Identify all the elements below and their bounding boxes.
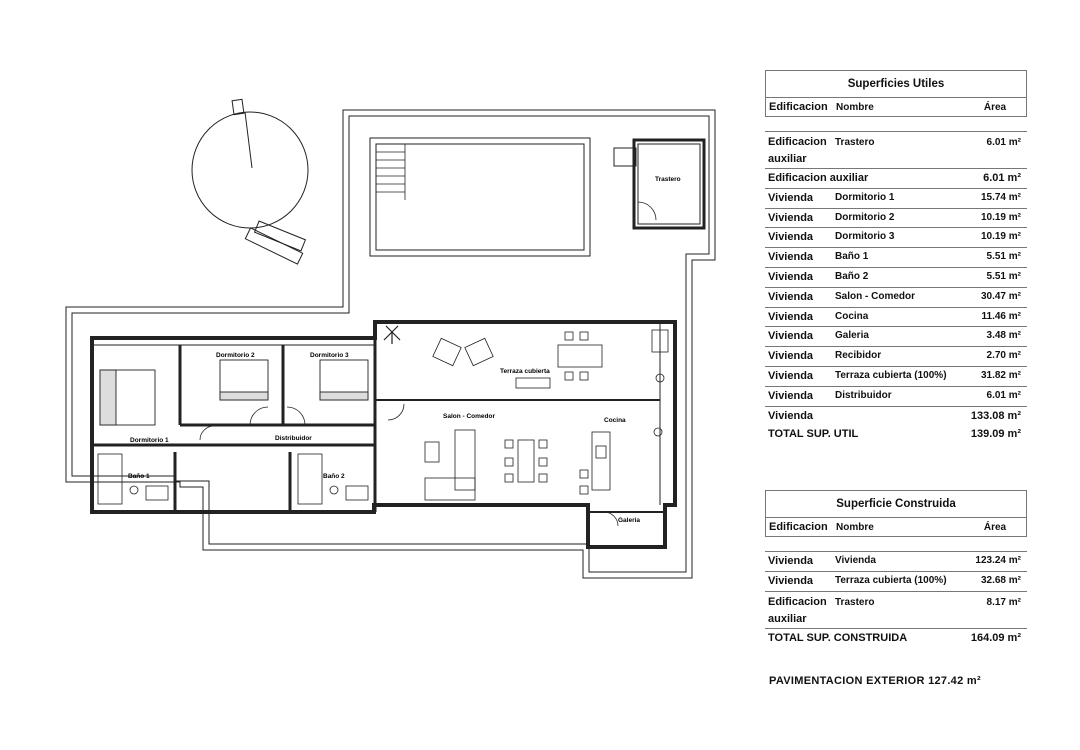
table-row: Vivienda Galeria 3.48 m² xyxy=(765,327,1027,348)
auxiliar-total-row: Edificacion auxiliar 6.01 m² xyxy=(765,169,1027,189)
cell-nombre: Salon - Comedor xyxy=(835,290,916,302)
table-row: Vivienda Vivienda 123.24 m² xyxy=(765,552,1027,572)
pavimentacion-exterior: PAVIMENTACION EXTERIOR 127.42 m² xyxy=(769,675,981,687)
cell-edificacion: Vivienda xyxy=(768,350,814,363)
house-walls xyxy=(90,320,677,549)
bano1-label: Baño 1 xyxy=(128,473,150,480)
total-construida-row: TOTAL SUP. CONSTRUIDA 164.09 m² xyxy=(768,631,1021,644)
cell-area: 11.46 m² xyxy=(981,310,1021,322)
floor-plan: Trastero xyxy=(65,98,716,579)
cell-edificacion: Vivienda xyxy=(768,369,814,382)
cell-edificacion: Vivienda xyxy=(768,231,814,244)
terraza-label: Terraza cubierta xyxy=(500,368,550,375)
cell-nombre: Recibidor xyxy=(835,350,882,362)
superficie-construida-table: Superficie Construida Edificacion Nombre… xyxy=(765,490,1027,647)
dormitorio3-label: Dormitorio 3 xyxy=(310,352,349,359)
cell-nombre: Cocina xyxy=(835,310,869,322)
utiles-title: Superficies Utiles xyxy=(765,70,1027,98)
table-row: Vivienda Terraza cubierta (100%) 31.82 m² xyxy=(765,367,1027,387)
construida-title: Superficie Construida xyxy=(765,490,1027,518)
cell-edificacion: Vivienda xyxy=(768,290,814,303)
swimming-pool xyxy=(369,137,591,257)
salon-label: Salon - Comedor xyxy=(443,413,495,420)
round-pool xyxy=(191,98,309,265)
cell-area: 32.68 m² xyxy=(980,574,1021,586)
cell-area: 5.51 m² xyxy=(986,251,1021,263)
cell-edificacion: Vivienda xyxy=(768,270,814,283)
terrace-furniture xyxy=(383,325,603,389)
table-row: Vivienda Baño 1 5.51 m² xyxy=(765,248,1027,268)
cocina-label: Cocina xyxy=(604,417,626,424)
superficies-utiles-table: Superficies Utiles Edificacion Nombre Ár… xyxy=(765,70,1027,444)
utiles-header: Edificacion Nombre Área xyxy=(765,98,1027,117)
cell-edificacion: Vivienda xyxy=(768,310,814,323)
table-row: Vivienda Dormitorio 2 10.19 m² xyxy=(765,209,1027,229)
cell-nombre: Galeria xyxy=(835,330,869,342)
cell-nombre: Vivienda xyxy=(835,555,876,566)
table-row: Vivienda Dormitorio 3 10.19 m² xyxy=(765,228,1027,249)
dormitorio2-label: Dormitorio 2 xyxy=(216,352,255,359)
cell-edificacion: Vivienda xyxy=(768,330,814,343)
kitchen-fixtures xyxy=(651,329,669,437)
vivienda-total-row: Vivienda 133.08 m² xyxy=(768,409,1021,422)
total-util-row: TOTAL SUP. UTIL 139.09 m² xyxy=(768,428,1021,441)
cell-nombre: Terraza cubierta (100%) xyxy=(835,369,947,381)
table-row: Edificacion auxiliar Trastero 8.17 m² xyxy=(765,592,1027,629)
cell-edificacion: Vivienda xyxy=(768,191,814,204)
table-row: Vivienda Dormitorio 1 15.74 m² xyxy=(765,189,1027,209)
table-row: Vivienda Baño 2 5.51 m² xyxy=(765,268,1027,288)
cell-area: 5.51 m² xyxy=(986,270,1021,282)
cell-edificacion: Vivienda xyxy=(768,389,814,402)
construida-header: Edificacion Nombre Área xyxy=(765,518,1027,537)
cell-nombre: Dormitorio 2 xyxy=(835,211,895,223)
cell-area: 30.47 m² xyxy=(980,290,1021,302)
beds xyxy=(99,359,369,426)
cell-nombre: Distribuidor xyxy=(835,389,892,401)
cell-edificacion: Vivienda xyxy=(768,251,814,264)
table-row: Edificacion auxiliar Trastero 6.01 m² xyxy=(765,132,1027,169)
cell-area: 123.24 m² xyxy=(975,555,1021,566)
cell-edificacion: Vivienda xyxy=(768,574,814,587)
table-row: Vivienda Distribuidor 6.01 m² xyxy=(765,387,1027,407)
cell-area: 10.19 m² xyxy=(980,231,1021,243)
trastero-label: Trastero xyxy=(655,176,681,183)
cell-area: 2.70 m² xyxy=(986,350,1021,362)
distribuidor-label: Distribuidor xyxy=(275,435,312,442)
galeria-label: Galeria xyxy=(618,517,640,524)
cell-area: 6.01 m² xyxy=(986,389,1021,401)
table-row: Vivienda Terraza cubierta (100%) 32.68 m² xyxy=(765,572,1027,592)
cell-area: 10.19 m² xyxy=(980,211,1021,223)
bath-fixtures xyxy=(97,453,369,505)
cell-nombre: Baño 1 xyxy=(835,251,869,263)
dormitorio1-label: Dormitorio 1 xyxy=(130,437,169,444)
cell-nombre: Dormitorio 3 xyxy=(835,231,895,243)
cell-nombre: Baño 2 xyxy=(835,270,869,282)
header-edificacion: Edificacion xyxy=(769,101,828,113)
cell-edificacion: Vivienda xyxy=(768,211,814,224)
salon-furniture xyxy=(424,429,611,501)
trastero-building xyxy=(613,138,706,230)
cell-nombre: Terraza cubierta (100%) xyxy=(835,574,947,586)
cell-edificacion: Vivienda xyxy=(768,555,814,567)
header-nombre: Nombre xyxy=(836,101,874,113)
cell-area: 15.74 m² xyxy=(980,191,1021,203)
cell-area: 31.82 m² xyxy=(980,369,1021,381)
table-row: Vivienda Cocina 11.46 m² xyxy=(765,308,1027,328)
table-row: Vivienda Salon - Comedor 30.47 m² xyxy=(765,288,1027,308)
bano2-label: Baño 2 xyxy=(323,473,345,480)
cell-nombre: Dormitorio 1 xyxy=(835,191,895,203)
cell-area: 3.48 m² xyxy=(986,330,1021,342)
header-area: Área xyxy=(983,101,1007,113)
table-row: Vivienda Recibidor 2.70 m² xyxy=(765,347,1027,367)
